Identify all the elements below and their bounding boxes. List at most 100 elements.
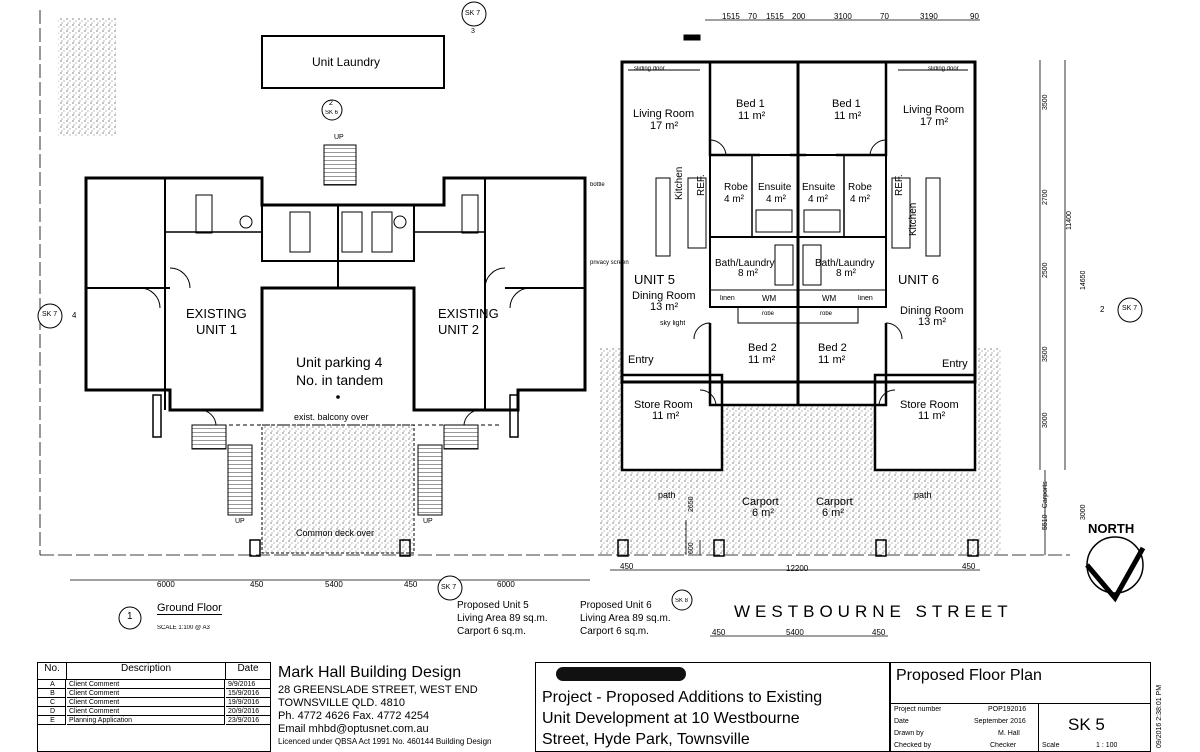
planter-hatch bbox=[58, 18, 116, 136]
dim-right-3000b: 3000 bbox=[1080, 504, 1087, 520]
dim-bottom-450d: 450 bbox=[962, 562, 976, 571]
label-bath-6-area: 8 m² bbox=[836, 268, 856, 279]
label-carport-5-area: 6 m² bbox=[752, 507, 774, 519]
unit5-note-3: Carport 6 sq.m. bbox=[457, 626, 526, 637]
north-label: NORTH bbox=[1088, 521, 1135, 536]
label-entry-6: Entry bbox=[942, 358, 968, 370]
checked-value: Checker bbox=[990, 742, 1017, 749]
label-ref-5: REF. bbox=[696, 174, 707, 196]
dim-right-2700: 2700 bbox=[1042, 189, 1049, 205]
label-robe-small-6: robe bbox=[820, 311, 833, 317]
revision-date: 15/9/2016 bbox=[226, 689, 270, 698]
label-sliding-5: sliding door bbox=[634, 66, 665, 72]
marker-3: 3 bbox=[471, 28, 475, 35]
drawn-value: M. Hall bbox=[998, 730, 1020, 737]
firm-phone: Ph. 4772 4626 Fax. 4772 4254 bbox=[278, 710, 430, 722]
sheet-title: Proposed Floor Plan bbox=[896, 667, 1042, 684]
label-common-deck: Common deck over bbox=[296, 528, 375, 538]
label-robe-5-area: 4 m² bbox=[724, 194, 744, 205]
project-line-1: Project - Proposed Additions to Existing bbox=[542, 689, 823, 706]
dim-right-carports: 5510 - Carports bbox=[1042, 481, 1049, 530]
revision-no: B bbox=[38, 689, 66, 698]
marker-2-right: 2 bbox=[1100, 305, 1105, 314]
label-living-5: Living Room bbox=[633, 108, 695, 120]
label-existing-unit-1-a: EXISTING bbox=[186, 306, 247, 321]
marker-sk7-bottom: SK 7 bbox=[441, 584, 457, 591]
label-parking-a: Unit parking 4 bbox=[296, 354, 383, 370]
dim-right-3000a: 3000 bbox=[1042, 412, 1049, 428]
unit-laundry-room bbox=[261, 35, 445, 89]
dim-top-5: 3100 bbox=[834, 12, 852, 21]
label-skylight: sky light bbox=[660, 320, 686, 327]
label-up-rear: UP bbox=[334, 134, 344, 141]
label-wm-6: WM bbox=[822, 294, 837, 303]
dim-right-14650: 14650 bbox=[1080, 270, 1087, 290]
project-line-3: Street, Hyde Park, Townsville bbox=[542, 731, 750, 748]
dim-bottom-450c: 450 bbox=[620, 562, 634, 571]
plan-title: Ground Floor bbox=[157, 602, 222, 615]
revision-date: 23/9/2016 bbox=[226, 716, 270, 725]
date-value: September 2016 bbox=[974, 718, 1026, 725]
label-bed2-5-area: 11 m² bbox=[748, 354, 776, 366]
dim-right-3500b: 3500 bbox=[1042, 346, 1049, 362]
label-store-5: Store Room bbox=[634, 399, 693, 411]
label-ensuite-6: Ensuite bbox=[802, 182, 836, 193]
label-robe-small-5: robe bbox=[762, 311, 775, 317]
revision-desc: Client Comment bbox=[67, 698, 225, 707]
date-label: Date bbox=[894, 718, 909, 725]
store-room-6 bbox=[873, 373, 977, 472]
label-path-5: path bbox=[658, 490, 676, 500]
dim-bottom-450a: 450 bbox=[250, 580, 264, 589]
label-existing-unit-2-b: UNIT 2 bbox=[438, 322, 479, 337]
path-hatch-right bbox=[975, 348, 1002, 554]
dim-street-450b: 450 bbox=[872, 628, 886, 637]
label-bed1-6: Bed 1 bbox=[832, 98, 861, 110]
unit5-note-1: Proposed Unit 5 bbox=[457, 600, 529, 611]
dim-top-8: 90 bbox=[970, 12, 979, 21]
marker-sk7-left: SK 7 bbox=[42, 311, 58, 318]
dim-bottom-6000a: 6000 bbox=[157, 580, 175, 589]
label-bed2-5: Bed 2 bbox=[748, 342, 777, 354]
dim-2650: 2650 bbox=[688, 496, 695, 512]
scale-value: 1 : 100 bbox=[1096, 742, 1118, 749]
print-stamp: 09/2016 2:38:01 PM bbox=[1156, 684, 1163, 748]
front-stair-right bbox=[417, 444, 443, 516]
label-bed2-6: Bed 2 bbox=[818, 342, 847, 354]
label-dining-5-area: 13 m² bbox=[650, 301, 679, 313]
label-entry-5: Entry bbox=[628, 354, 654, 366]
marker-sk8: SK 8 bbox=[675, 598, 689, 604]
revision-no: A bbox=[38, 680, 66, 689]
revision-desc: Client Comment bbox=[67, 689, 225, 698]
marker-2-top: 2 bbox=[329, 100, 333, 107]
project-box: Project - Proposed Additions to Existing… bbox=[535, 662, 891, 752]
common-deck bbox=[261, 424, 415, 554]
store-room-5 bbox=[620, 373, 724, 472]
firm-licence: Licenced under QBSA Act 1991 No. 460144 … bbox=[278, 737, 492, 746]
dim-bottom-5400: 5400 bbox=[325, 580, 343, 589]
dim-right-3500a: 3500 bbox=[1042, 94, 1049, 110]
revision-desc: Client Comment bbox=[67, 680, 225, 689]
label-bath-5-area: 8 m² bbox=[738, 268, 758, 279]
dim-600: 600 bbox=[688, 542, 695, 554]
marker-1: 1 bbox=[127, 611, 133, 622]
dim-street-450a: 450 bbox=[712, 628, 726, 637]
label-living-6-area: 17 m² bbox=[920, 116, 949, 128]
label-bed1-5-area: 11 m² bbox=[738, 110, 766, 122]
marker-sk7-right: SK 7 bbox=[1122, 305, 1138, 312]
label-existing-unit-2-a: EXISTING bbox=[438, 306, 499, 321]
label-balcony: exist. balcony over bbox=[294, 412, 369, 422]
label-store-6: Store Room bbox=[900, 399, 959, 411]
label-ensuite-5-area: 4 m² bbox=[766, 194, 786, 205]
revision-desc: Client Comment bbox=[67, 707, 225, 716]
project-number: POP192016 bbox=[988, 706, 1027, 713]
dim-bottom-450b: 450 bbox=[404, 580, 418, 589]
label-wm-5: WM bbox=[762, 294, 777, 303]
dim-top-6: 70 bbox=[880, 12, 889, 21]
label-kitchen-5: Kitchen bbox=[674, 166, 685, 200]
north-arrow bbox=[1085, 536, 1146, 603]
label-ensuite-5: Ensuite bbox=[758, 182, 792, 193]
dim-top-3: 1515 bbox=[766, 12, 784, 21]
